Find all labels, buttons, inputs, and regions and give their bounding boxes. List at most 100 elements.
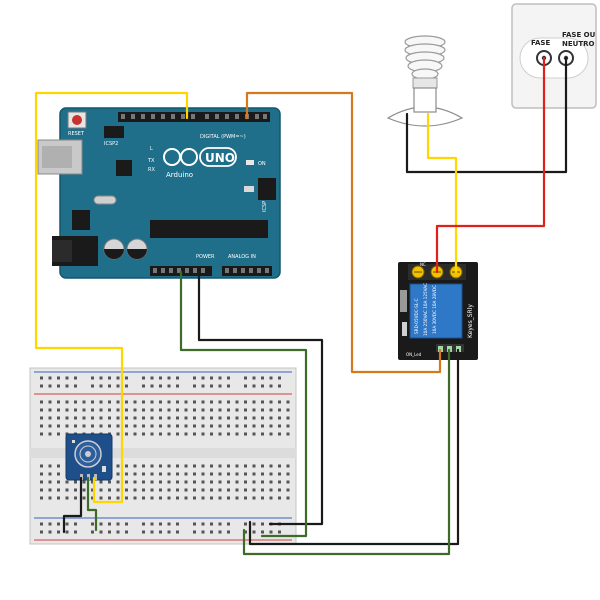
breadboard-hole	[142, 424, 145, 428]
breadboard-hole	[133, 416, 137, 420]
wall-outlet: FASE FASE OU NEUTRO	[511, 3, 597, 109]
breadboard-hole	[167, 416, 171, 420]
breadboard-hole	[82, 480, 86, 484]
breadboard-hole	[159, 464, 162, 468]
breadboard-hole	[261, 530, 264, 534]
breadboard-hole	[218, 480, 222, 484]
breadboard-hole	[116, 408, 120, 412]
breadboard-hole	[125, 408, 128, 412]
breadboard-hole	[176, 424, 179, 428]
breadboard-hole	[218, 488, 222, 492]
breadboard-hole	[40, 464, 43, 468]
breadboard-hole	[227, 530, 230, 534]
breadboard-hole	[227, 496, 230, 500]
breadboard-hole	[252, 488, 256, 492]
breadboard-hole	[252, 384, 256, 388]
breadboard-hole	[150, 530, 154, 534]
breadboard-hole	[193, 464, 196, 468]
breadboard-hole	[286, 480, 290, 484]
breadboard-hole	[278, 376, 281, 380]
breadboard-hole	[227, 488, 230, 492]
breadboard-hole	[40, 384, 43, 388]
breadboard-hole	[269, 384, 273, 388]
breadboard-hole	[48, 480, 52, 484]
breadboard-hole	[65, 480, 69, 484]
breadboard-hole	[40, 408, 43, 412]
breadboard-hole	[91, 400, 94, 404]
breadboard-hole	[252, 496, 256, 500]
breadboard-hole	[201, 376, 205, 380]
breadboard-hole	[82, 400, 86, 404]
breadboard-hole	[210, 424, 213, 428]
outlet-neutro-label-1: FASE OU	[562, 31, 596, 39]
breadboard-hole	[125, 480, 128, 484]
breadboard-hole	[159, 408, 162, 412]
breadboard-hole	[252, 522, 256, 526]
breadboard-hole	[125, 400, 128, 404]
breadboard-hole	[74, 480, 77, 484]
breadboard-hole	[210, 472, 213, 476]
svg-text:Keyes_SRly: Keyes_SRly	[467, 304, 474, 338]
breadboard-hole	[74, 384, 77, 388]
breadboard-hole	[193, 408, 196, 412]
breadboard-hole	[269, 424, 273, 428]
breadboard-hole	[108, 424, 111, 428]
breadboard-hole	[142, 488, 145, 492]
breadboard-hole	[252, 432, 256, 436]
breadboard-hole	[218, 400, 222, 404]
breadboard-hole	[252, 472, 256, 476]
breadboard-hole	[74, 488, 77, 492]
breadboard-hole	[150, 376, 154, 380]
breadboard-hole	[91, 530, 94, 534]
breadboard-hole	[235, 416, 239, 420]
breadboard-hole	[74, 416, 77, 420]
breadboard-hole	[108, 530, 111, 534]
breadboard-hole	[91, 496, 94, 500]
breadboard-hole	[150, 480, 154, 484]
breadboard-hole	[176, 408, 179, 412]
breadboard-hole	[57, 416, 60, 420]
breadboard-hole	[184, 496, 188, 500]
breadboard-hole	[40, 522, 43, 526]
breadboard-hole	[235, 464, 239, 468]
breadboard-hole	[65, 408, 69, 412]
wire-black-sensor-gnd	[62, 476, 83, 534]
breadboard-hole	[210, 496, 213, 500]
breadboard-hole	[184, 424, 188, 428]
breadboard-hole	[125, 496, 128, 500]
wire-red-fase	[435, 56, 546, 274]
breadboard-hole	[201, 400, 205, 404]
breadboard-hole	[261, 472, 264, 476]
breadboard-hole	[125, 376, 128, 380]
breadboard-hole	[176, 376, 179, 380]
breadboard-hole	[269, 464, 273, 468]
breadboard-hole	[159, 530, 162, 534]
breadboard-hole	[244, 522, 247, 526]
breadboard-hole	[244, 488, 247, 492]
breadboard-hole	[184, 488, 188, 492]
breadboard-hole	[210, 384, 213, 388]
breadboard-hole	[269, 488, 273, 492]
breadboard-hole	[261, 424, 264, 428]
atmega-chip	[150, 220, 268, 238]
breadboard-hole	[244, 416, 247, 420]
breadboard-hole	[91, 424, 94, 428]
breadboard-hole	[125, 530, 128, 534]
breadboard-hole	[278, 464, 281, 468]
breadboard-hole	[201, 480, 205, 484]
breadboard-hole	[244, 376, 247, 380]
breadboard-hole	[150, 472, 154, 476]
breadboard-hole	[218, 496, 222, 500]
breadboard-hole	[99, 384, 103, 388]
breadboard-hole	[176, 432, 179, 436]
breadboard-hole	[176, 464, 179, 468]
breadboard-hole	[57, 472, 60, 476]
breadboard-hole	[244, 432, 247, 436]
breadboard-hole	[57, 376, 60, 380]
svg-text:10A 30VDC 10A 28VDC: 10A 30VDC 10A 28VDC	[432, 285, 437, 334]
breadboard-hole	[57, 432, 60, 436]
breadboard-hole	[227, 416, 230, 420]
lamp	[386, 35, 464, 127]
breadboard-hole	[278, 530, 281, 534]
breadboard-hole	[108, 408, 111, 412]
